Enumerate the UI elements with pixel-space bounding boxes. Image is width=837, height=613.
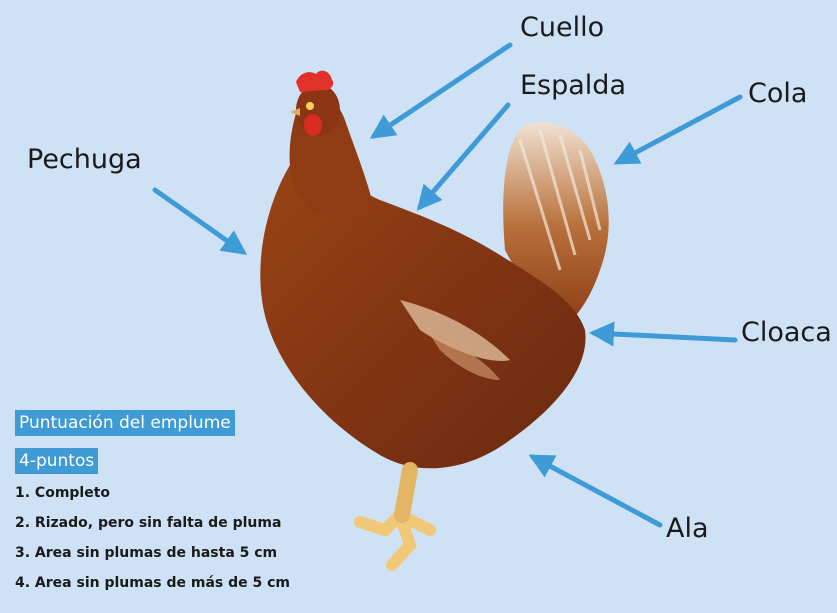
arrow-ala [528,454,663,528]
scoring-item: 3. Area sin plumas de hasta 5 cm [15,545,278,561]
label-espalda: Espalda [520,70,626,101]
arrows [152,42,743,528]
arrow-pechuga [152,187,248,255]
arrow-cuello [369,42,513,139]
label-cuello: Cuello [520,12,605,43]
scoring-title-badge: Puntuación del emplume [15,410,235,436]
comb-shape [296,70,334,92]
arrow-espalda [416,102,511,211]
label-ala: Ala [666,513,709,544]
scoring-subtitle-badge: 4-puntos [15,448,99,474]
label-cloaca: Cloaca [741,317,832,348]
arrow-cloaca [589,321,738,347]
label-pechuga: Pechuga [27,144,142,175]
hen-illustration [260,70,609,571]
scoring-item: 1. Completo [15,485,111,501]
scoring-item: 4. Area sin plumas de más de 5 cm [15,575,291,591]
scoring-list: 1. Completo 2. Rizado, pero sin falta de… [15,482,290,602]
arrow-cola [613,94,743,165]
scoring-item: 2. Rizado, pero sin falta de pluma [15,515,282,531]
label-cola: Cola [748,78,808,109]
